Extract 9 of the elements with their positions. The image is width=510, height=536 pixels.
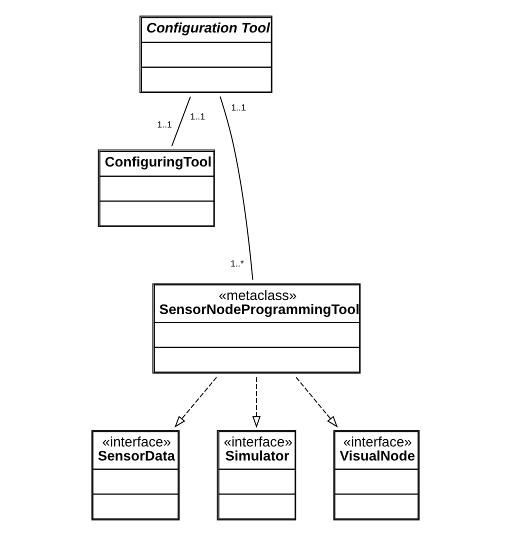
label: 1..* (230, 258, 244, 269)
connector (219, 96, 253, 280)
connector (170, 96, 190, 146)
arrow (174, 376, 217, 428)
label: 1..1 (156, 120, 172, 130)
arrow (295, 376, 338, 428)
label: 1..1 (190, 111, 205, 122)
arrow (252, 376, 260, 428)
label: 1..1 (230, 102, 246, 112)
